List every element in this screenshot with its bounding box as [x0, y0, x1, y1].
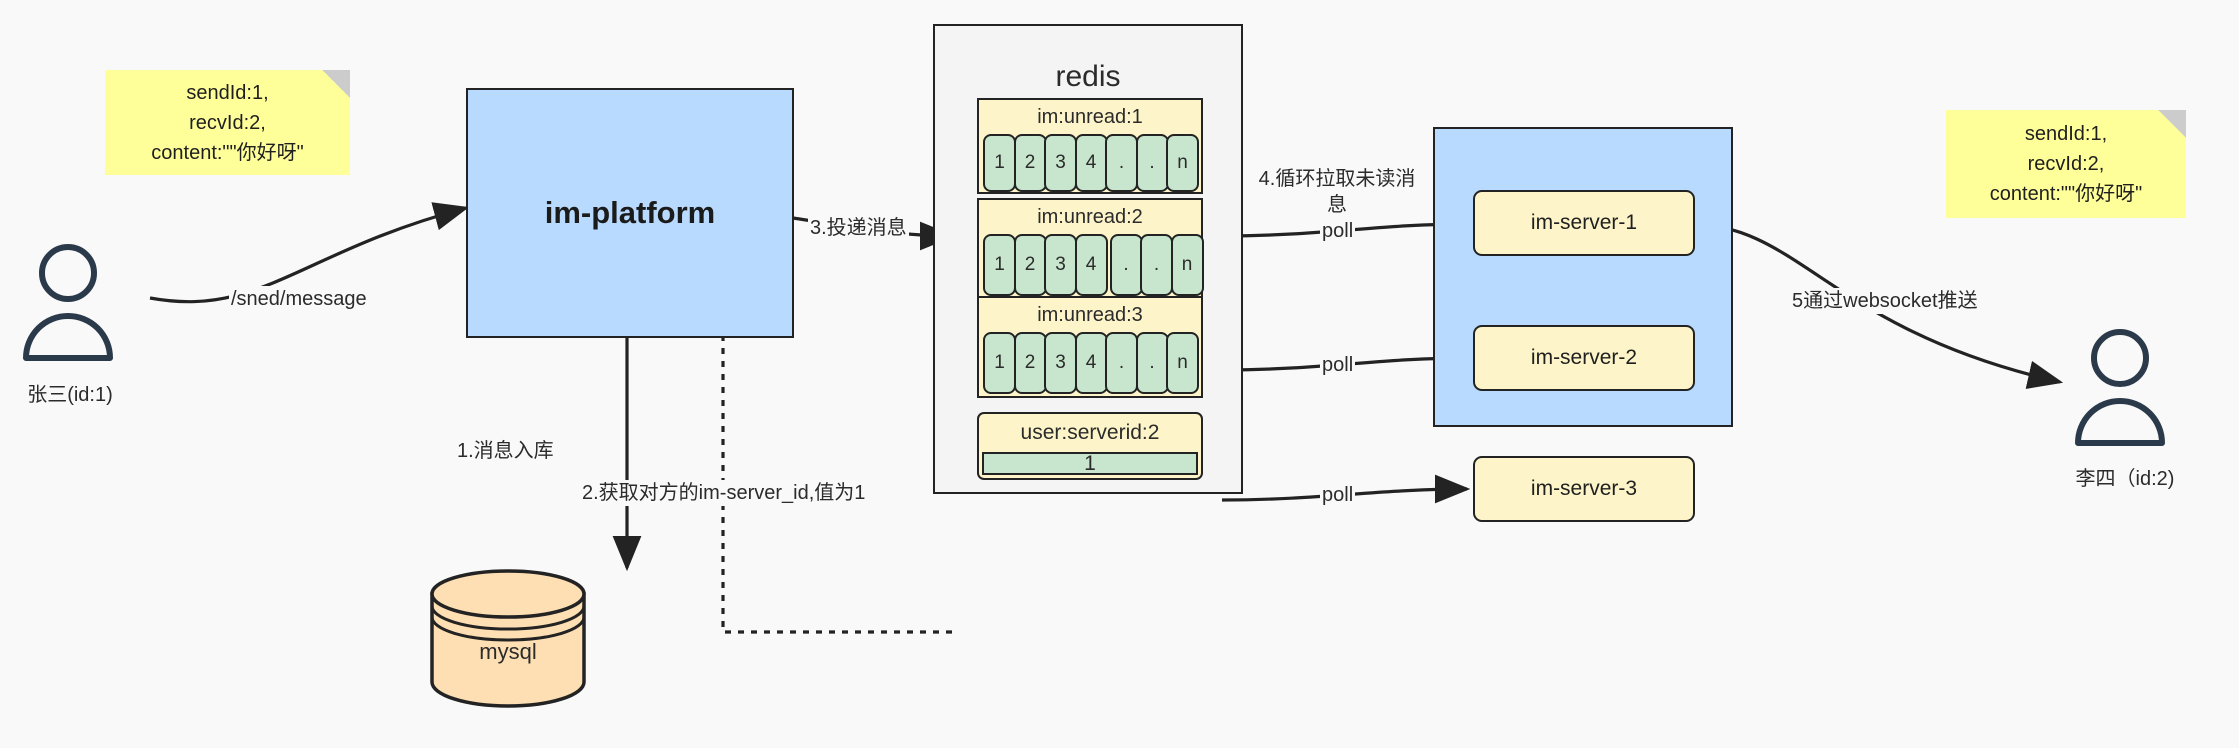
mysql-database[interactable]: mysql — [428, 568, 588, 708]
redis-cell: 1 — [983, 134, 1016, 192]
redis-cell: n — [1166, 332, 1199, 394]
im-platform-box[interactable]: im-platform — [466, 88, 794, 338]
redis-title: redis — [1055, 60, 1121, 93]
redis-cells: 1 2 3 4 . . n — [983, 332, 1199, 394]
sender-name: 张三(id:1) — [27, 384, 113, 406]
redis-cell: 3 — [1044, 134, 1077, 192]
im-server-3-box[interactable]: im-server-3 — [1473, 456, 1695, 522]
note-fold-icon — [2158, 110, 2186, 138]
note-message-left: sendId:1, recvId:2, content:""你好呀" — [105, 70, 350, 175]
redis-list-im-unread-3[interactable]: im:unread:3 1 2 3 4 . . n — [977, 296, 1203, 398]
edge-label-step2: 2.获取对方的im-server_id,值为1 — [580, 480, 868, 506]
edge-get-serverid — [721, 320, 952, 634]
redis-list-im-unread-1[interactable]: im:unread:1 1 2 3 4 . . n — [977, 98, 1203, 194]
edge-label-poll-1: poll — [1320, 218, 1356, 244]
avatar-receiver — [2075, 329, 2165, 446]
redis-cell: 2 — [1013, 134, 1047, 192]
redis-key-label: im:unread:2 — [1037, 205, 1143, 228]
note-fold-icon — [322, 70, 350, 98]
note-left-text: sendId:1, recvId:2, content:""你好呀" — [151, 81, 304, 164]
redis-kv-key: user:serverid:2 — [1020, 421, 1160, 444]
redis-cell: 1 — [983, 234, 1016, 296]
edge-label-step3: 3.投递消息 — [808, 215, 909, 241]
redis-cell: . — [1109, 234, 1143, 296]
redis-cell: 3 — [1044, 332, 1077, 394]
edge-label-send-message: /sned/message — [229, 286, 369, 312]
edge-label-step5: 5通过websocket推送 — [1790, 288, 1980, 314]
im-platform-label: im-platform — [544, 195, 716, 230]
mysql-label: mysql — [479, 639, 537, 664]
redis-cell: . — [1135, 332, 1169, 394]
redis-cell: . — [1105, 332, 1138, 394]
im-server-2-box[interactable]: im-server-2 — [1473, 325, 1695, 391]
redis-key-label: im:unread:1 — [1037, 105, 1143, 128]
redis-cells: 1 2 3 4 . . n — [983, 234, 1204, 296]
redis-list-im-unread-2[interactable]: im:unread:2 1 2 3 4 . . n — [977, 198, 1204, 300]
note-right-text: sendId:1, recvId:2, content:""你好呀" — [1989, 123, 2143, 205]
redis-cell: . — [1135, 134, 1169, 192]
receiver-name: 李四（id:2) — [2075, 468, 2175, 490]
avatar-sender — [23, 244, 113, 361]
edge-label-poll-3: poll — [1320, 482, 1356, 508]
redis-cell: 1 — [983, 332, 1016, 394]
edge-label-poll-2: poll — [1320, 352, 1356, 378]
im-server-2-label: im-server-2 — [1530, 346, 1638, 369]
redis-cell: n — [1166, 134, 1199, 192]
redis-cell: n — [1170, 234, 1204, 296]
redis-cells: 1 2 3 4 . . n — [983, 134, 1199, 192]
im-server-1-label: im-server-1 — [1530, 211, 1638, 234]
im-server-1-box[interactable]: im-server-1 — [1473, 190, 1695, 256]
redis-cell: . — [1105, 134, 1138, 192]
edge-label-step1: 1.消息入库 — [455, 438, 556, 464]
redis-cell: 3 — [1044, 234, 1077, 296]
redis-cell: 4 — [1074, 332, 1108, 394]
redis-cell: . — [1140, 234, 1173, 296]
edge-label-step4: 4.循环拉取未读消 息 — [1255, 166, 1419, 218]
note-message-right: sendId:1, recvId:2, content:""你好呀" — [1946, 110, 2186, 218]
redis-cell: 2 — [1013, 234, 1047, 296]
redis-cell: 2 — [1013, 332, 1047, 394]
redis-key-label: im:unread:3 — [1037, 303, 1143, 326]
redis-cell: 4 — [1074, 134, 1108, 192]
database-cylinder-icon — [430, 569, 586, 708]
im-server-3-label: im-server-3 — [1530, 477, 1638, 500]
redis-cell: 4 — [1074, 234, 1108, 296]
redis-kv-value: 1 — [982, 452, 1198, 475]
redis-kv-user-serverid[interactable]: user:serverid:2 1 — [977, 412, 1203, 480]
